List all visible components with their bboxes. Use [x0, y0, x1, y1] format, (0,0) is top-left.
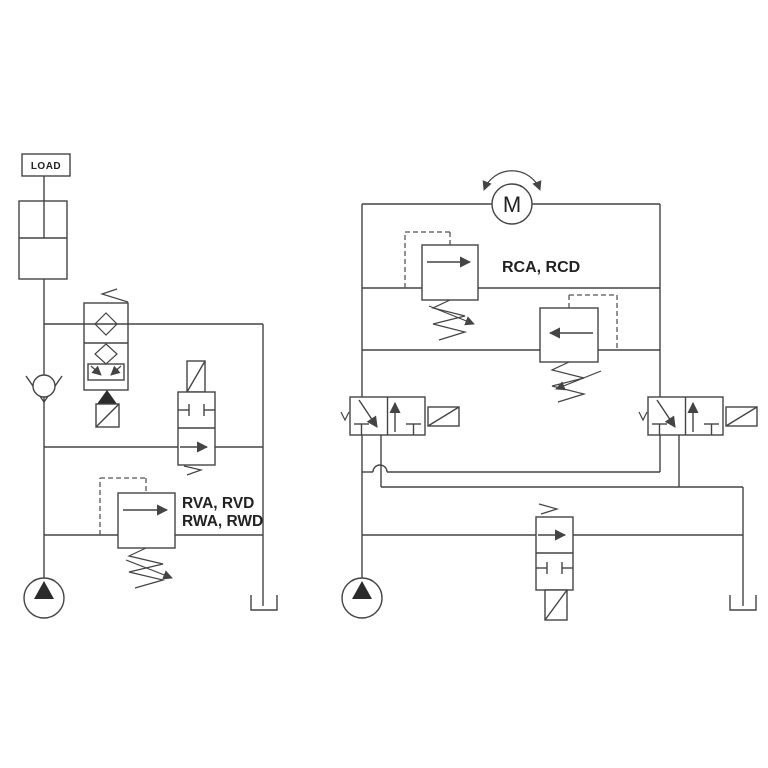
check-valve-icon [25, 374, 63, 403]
relief-valve-left: RVA, RVD RWA, RWD [99, 477, 263, 589]
load-label: LOAD [31, 161, 61, 172]
cylinder [18, 200, 68, 280]
right-valve-models: RCA, RCD [502, 259, 580, 276]
directional-valve-right [638, 396, 758, 436]
left-valve-models-line2: RWA, RWD [182, 513, 263, 530]
check-diamond-icon [94, 312, 118, 336]
relief-body [539, 307, 599, 363]
tank-icon [729, 595, 757, 611]
relief-valve-b [539, 294, 618, 403]
load-box: LOAD [21, 153, 71, 177]
counterbalance-top-chevron-icon [100, 288, 129, 303]
pump-icon [341, 577, 383, 619]
check-diamond-icon [94, 343, 118, 365]
adjustable-spring-icon [428, 299, 475, 341]
adjustable-spring-icon [125, 547, 173, 589]
spring-box-icon [186, 360, 206, 393]
motor-icon: M [482, 170, 542, 225]
valve-v-chevron-icon [638, 411, 648, 422]
pump-icon [23, 577, 65, 619]
pilot-dashed-line [404, 231, 451, 288]
counterbalance-valve [83, 288, 129, 428]
spring-box-icon [95, 403, 120, 428]
counterbalance-inner-box [87, 363, 125, 381]
bypass-valve-bottom [535, 503, 574, 621]
load-box-outline [21, 153, 71, 177]
tank-icon [250, 595, 278, 611]
relief-valve-a: RCA, RCD [404, 231, 580, 341]
pilot-dashed-line [99, 477, 147, 535]
adjustable-spring-icon [550, 361, 602, 403]
right-circuit: M RCA, RCD [340, 170, 758, 621]
left-valve-models-line1: RVA, RVD [182, 495, 254, 512]
bypass-valve-left-circuit [177, 360, 216, 476]
valve-v-chevron-icon [340, 411, 350, 422]
valve-bottom-chevron-icon [183, 465, 204, 476]
pilot-dashed-line [568, 294, 618, 350]
spring-box-icon [544, 589, 568, 621]
counterbalance-body [83, 302, 129, 391]
left-circuit: LOAD [18, 153, 278, 619]
relief-body [117, 492, 176, 549]
valve-top-chevron-icon [538, 503, 560, 515]
line-hop-icon [372, 464, 388, 473]
pilot-triangle-icon [97, 390, 117, 404]
relief-body [421, 244, 479, 301]
spring-box-icon [427, 406, 460, 427]
directional-valve-left [340, 396, 460, 436]
motor-rotation-arrow-icon [482, 170, 542, 191]
motor-label: M [503, 192, 521, 217]
spring-box-icon [725, 406, 758, 427]
cylinder-body [18, 200, 68, 280]
